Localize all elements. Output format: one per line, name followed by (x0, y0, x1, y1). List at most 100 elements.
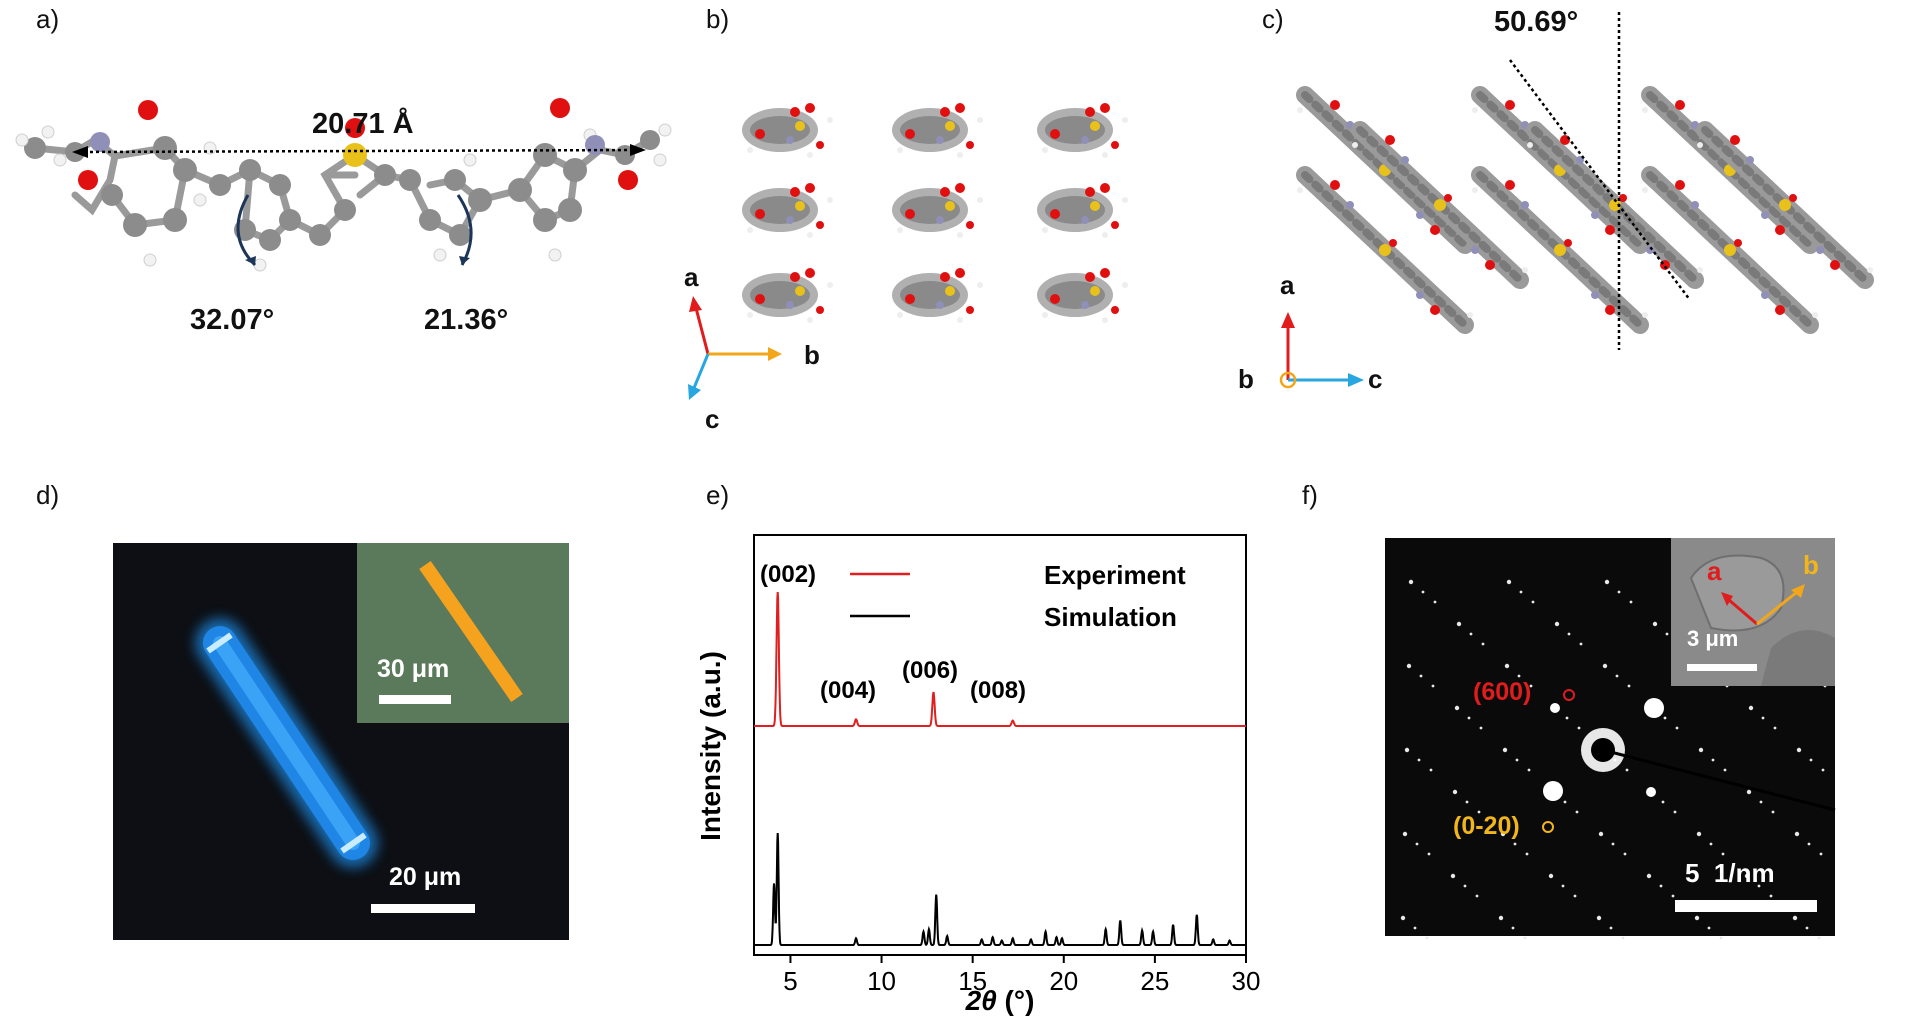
diffraction-spot (1757, 884, 1761, 888)
diffraction-spot (1611, 842, 1615, 846)
diffraction-spot (1417, 758, 1421, 762)
diffraction-spot (1456, 621, 1462, 627)
diffraction-spot (1627, 684, 1631, 688)
peak-label-006: (006) (902, 657, 958, 684)
diffraction-spot (1621, 936, 1625, 940)
diffraction-spot (1527, 768, 1531, 772)
diffraction-spot (1575, 810, 1579, 814)
micrograph-d: 30 μm 20 μm (113, 543, 569, 940)
diffraction-spot (1609, 926, 1613, 930)
inset-scale-bar-f (1687, 664, 1757, 671)
peak-label-004: (004) (820, 677, 876, 704)
c-axis-a-label: a (1280, 270, 1295, 300)
diffraction-spot (1709, 842, 1713, 846)
diffraction-spot (1673, 810, 1677, 814)
diffraction-spot (1805, 926, 1809, 930)
main-scale-bar (371, 904, 475, 913)
inset-crystal (419, 561, 523, 702)
diffraction-spot (1502, 747, 1508, 753)
inset-scale-label-f: 3 μm (1687, 626, 1739, 651)
diffraction-spot (1525, 852, 1529, 856)
diffraction-spot (1477, 810, 1481, 814)
x-axis-label: 2θ (°) (965, 985, 1035, 1016)
diffraction-spot (1554, 621, 1560, 627)
diffraction-spot (1402, 831, 1408, 837)
saed-inset: a b 3 μm (1671, 538, 1835, 686)
diffraction-spot (1515, 758, 1519, 762)
saed-pattern-f: (600) (0-20) a b 3 μm 5 1/nm (1385, 538, 1836, 940)
diffraction-spot (1711, 758, 1715, 762)
diffraction-spot (1529, 684, 1533, 688)
diffraction-spot (1413, 926, 1417, 930)
panel-a-label: a) (36, 4, 60, 34)
diffraction-spot (1646, 873, 1652, 879)
panel-f-label: f) (1302, 480, 1318, 510)
saed-scale-label: 5 1/nm (1685, 858, 1775, 888)
diffraction-spot (1531, 600, 1535, 604)
diffraction-spot (1567, 632, 1571, 636)
diffraction-spot (1807, 842, 1811, 846)
x-tick-label: 15 (958, 966, 987, 996)
diffraction-spot (1504, 663, 1510, 669)
plot-frame (753, 534, 1247, 956)
micrograph-d-inset: 30 μm (357, 543, 569, 723)
diffraction-spot (1748, 705, 1754, 711)
diffraction-spot (1696, 831, 1702, 837)
diffraction-spot (1408, 579, 1414, 585)
diffraction-spot (1421, 590, 1425, 594)
diffraction-spot (1615, 674, 1619, 678)
spot-0-20-label: (0-20) (1453, 812, 1520, 840)
saed-scale-bar (1675, 900, 1817, 912)
panel-b-axes (688, 296, 782, 400)
diffraction-spot (1746, 789, 1752, 795)
diffraction-spot (1698, 747, 1704, 753)
diffraction-spot (1500, 831, 1506, 837)
diffraction-spot (1513, 842, 1517, 846)
x-tick-label: 30 (1232, 966, 1261, 996)
crystal-rod (195, 618, 378, 868)
diffraction-spot (1719, 936, 1723, 940)
panel-d-label: d) (36, 480, 60, 510)
diffraction-spot (1744, 873, 1750, 879)
diffraction-spot (1661, 800, 1665, 804)
experiment-trace (754, 591, 1246, 727)
diffraction-spot (1577, 726, 1581, 730)
diffraction-spot (1663, 716, 1667, 720)
diffraction-spot (1519, 590, 1523, 594)
inset-texture (1689, 554, 1835, 686)
diffraction-spot (1794, 831, 1800, 837)
c-axis-b-label: b (1238, 364, 1254, 394)
diffraction-spot (1427, 852, 1431, 856)
diffraction-spot (1450, 873, 1456, 879)
diffraction-spot (1771, 810, 1775, 814)
diffraction-spot (1629, 600, 1633, 604)
panel-a-molecule (15, 98, 672, 272)
diffraction-spot (1723, 768, 1727, 772)
x-tick-label: 20 (1049, 966, 1078, 996)
diffraction-spot (1796, 747, 1802, 753)
diffraction-spot (1511, 926, 1515, 930)
panel-b-label: b) (706, 4, 730, 34)
x-axis-var: 2θ (965, 985, 998, 1016)
diffraction-spot (1469, 632, 1473, 636)
diffraction-spot (1517, 674, 1521, 678)
inset-scale-label: 30 μm (377, 655, 450, 683)
diffraction-spot (1565, 716, 1569, 720)
c-axis-c-label: c (1368, 364, 1383, 394)
c-angle-label: 50.69° (1494, 6, 1579, 38)
b-axis-a-label: a (684, 262, 699, 292)
diffraction-spot (1817, 936, 1821, 940)
diffraction-spot (1429, 768, 1433, 772)
legend-experiment: Experiment (1044, 560, 1186, 590)
diffraction-spot (1573, 894, 1577, 898)
diffraction-spot (1433, 600, 1437, 604)
diffraction-spot (1604, 579, 1610, 585)
main-scale-label: 20 μm (389, 863, 462, 891)
diffraction-spot (1596, 915, 1602, 921)
diffraction-spot (1617, 590, 1621, 594)
inset-scale-bar (379, 695, 451, 704)
angle-left-label: 32.07° (190, 304, 275, 336)
diffraction-spot (1454, 705, 1460, 711)
x-axis-unit: (°) (997, 985, 1035, 1016)
